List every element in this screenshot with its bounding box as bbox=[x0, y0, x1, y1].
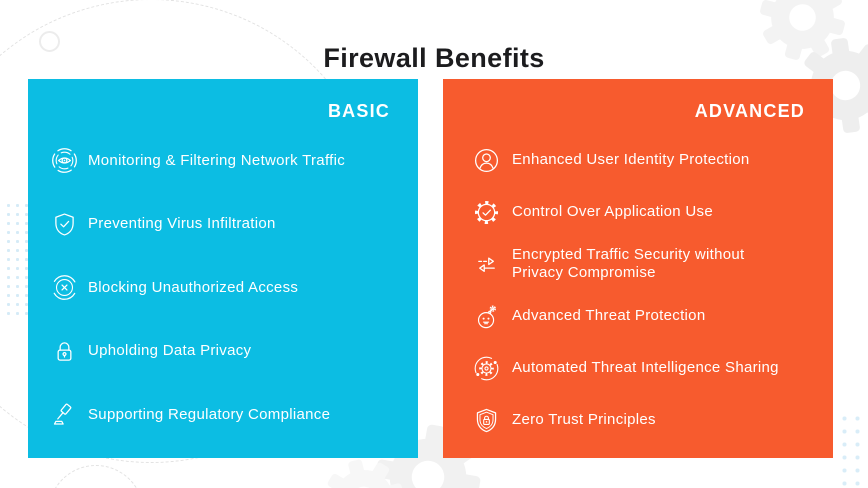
benefit-label: Zero Trust Principles bbox=[512, 411, 656, 428]
page-title: Firewall Benefits bbox=[323, 43, 545, 74]
benefit-item: Advanced Threat Protection bbox=[443, 290, 833, 342]
benefit-item: Control Over Application Use bbox=[443, 186, 833, 238]
benefit-label: Control Over Application Use bbox=[512, 203, 713, 220]
blocked-access-icon bbox=[50, 273, 79, 302]
benefit-item: Encrypted Traffic Security without Priva… bbox=[443, 238, 833, 290]
benefit-item: Preventing Virus Infiltration bbox=[28, 193, 418, 257]
shield-check-icon bbox=[50, 210, 79, 239]
benefit-label: Upholding Data Privacy bbox=[88, 342, 252, 360]
benefit-label: Monitoring & Filtering Network Traffic bbox=[88, 151, 346, 169]
benefit-item: Enhanced User Identity Protection bbox=[443, 134, 833, 186]
advanced-panel-header: ADVANCED bbox=[694, 101, 805, 121]
exchange-arrows-icon bbox=[472, 250, 501, 279]
padlock-icon bbox=[50, 337, 79, 366]
benefit-label: Preventing Virus Infiltration bbox=[88, 215, 276, 233]
shield-lock-icon bbox=[472, 406, 501, 435]
benefit-item: Zero Trust Principles bbox=[443, 394, 833, 446]
benefit-label: Enhanced User Identity Protection bbox=[512, 151, 750, 168]
benefit-item: Blocking Unauthorized Access bbox=[28, 256, 418, 320]
gavel-icon bbox=[50, 400, 79, 429]
benefit-label: Encrypted Traffic Security without Priva… bbox=[512, 246, 745, 281]
benefit-label: Blocking Unauthorized Access bbox=[88, 278, 299, 296]
advanced-panel: ADVANCED Enhanced User Identity Protecti… bbox=[443, 79, 833, 458]
basic-panel-header: BASIC bbox=[327, 101, 390, 121]
gear-orbit-icon bbox=[472, 354, 501, 383]
benefit-label: Supporting Regulatory Compliance bbox=[88, 405, 331, 423]
dot-grid-decoration bbox=[4, 201, 31, 315]
monitoring-eye-icon bbox=[50, 146, 79, 175]
threat-bug-icon bbox=[472, 302, 501, 331]
benefit-item: Supporting Regulatory Compliance bbox=[28, 383, 418, 447]
benefit-item: Automated Threat Intelligence Sharing bbox=[443, 342, 833, 394]
dot-grid-decoration bbox=[838, 412, 868, 488]
dashed-circle-decoration bbox=[48, 465, 144, 488]
gear-check-icon bbox=[472, 198, 501, 227]
benefit-item: Monitoring & Filtering Network Traffic bbox=[28, 129, 418, 193]
benefit-item: Upholding Data Privacy bbox=[28, 320, 418, 384]
benefit-label: Automated Threat Intelligence Sharing bbox=[512, 359, 779, 376]
user-identity-icon bbox=[472, 146, 501, 175]
circle-decoration bbox=[39, 31, 60, 52]
basic-panel: BASIC Monitoring & Filtering Network Tra… bbox=[28, 79, 418, 458]
benefit-label: Advanced Threat Protection bbox=[512, 307, 706, 324]
